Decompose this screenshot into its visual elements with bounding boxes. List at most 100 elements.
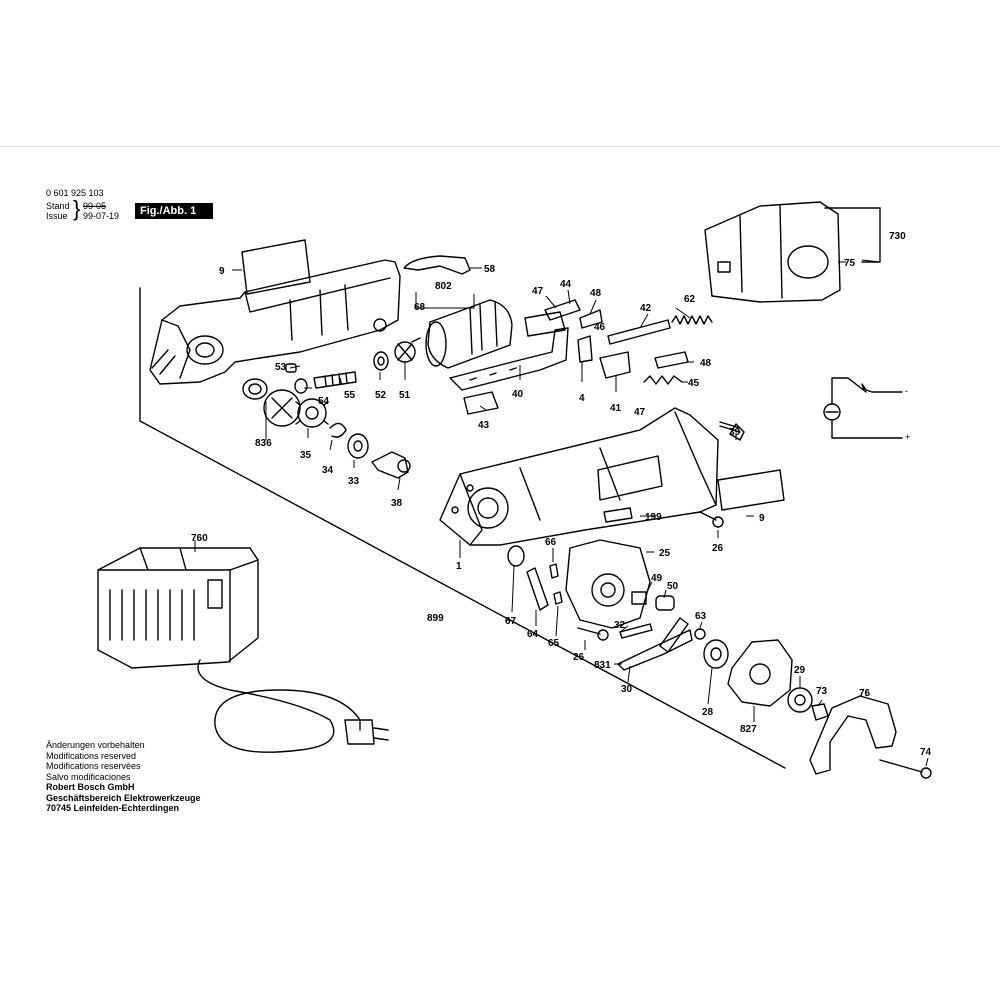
callout-42: 42 <box>640 303 652 314</box>
screw-74 <box>879 759 932 779</box>
issue-date: 99-07-19 <box>83 211 120 221</box>
label-plate-right <box>717 469 785 511</box>
callout-65: 65 <box>548 638 560 649</box>
spring-62 <box>671 315 713 325</box>
terminal-41 <box>599 351 631 379</box>
callout-26-lower: 26 <box>573 652 585 663</box>
callout-730: 730 <box>889 231 906 242</box>
footer-line-de: Änderungen vorbehalten <box>46 740 145 750</box>
figure-tag: Fig./Abb. 1 <box>135 203 213 219</box>
callout-9-right: 9 <box>759 513 765 524</box>
ring-gear <box>263 389 301 427</box>
blade-guard-25 <box>565 539 651 629</box>
bracket-43 <box>463 391 499 415</box>
circlip-34 <box>329 422 347 438</box>
callout-760: 760 <box>191 533 208 544</box>
schematic-minus: - <box>905 386 908 396</box>
callout-50: 50 <box>667 581 679 592</box>
callout-40: 40 <box>512 389 524 400</box>
callout-46: 46 <box>594 322 606 333</box>
stand-date: 99-05 <box>83 201 107 211</box>
base-plate-40 <box>449 327 569 391</box>
rod-32 <box>619 623 653 639</box>
callout-63: 63 <box>695 611 707 622</box>
callout-802: 802 <box>435 281 452 292</box>
label-plate-left <box>241 239 311 295</box>
gear-35 <box>295 398 329 428</box>
callout-54: 54 <box>318 396 330 407</box>
callout-1: 1 <box>456 561 462 572</box>
switch-handle <box>403 255 471 275</box>
switch-slider-48 <box>579 309 603 329</box>
label-plate-199 <box>603 507 633 523</box>
callout-53: 53 <box>275 362 287 373</box>
callout-38: 38 <box>391 498 403 509</box>
callout-51: 51 <box>399 390 411 401</box>
battery-pack <box>704 201 841 303</box>
callout-4: 4 <box>579 393 585 404</box>
bushing-54 <box>294 378 308 394</box>
charger-base <box>97 547 259 669</box>
right-housing-shell <box>439 407 719 546</box>
callout-49: 49 <box>651 573 663 584</box>
callout-44: 44 <box>560 279 572 290</box>
stand-label: Stand <box>46 201 70 211</box>
footer-line-fr: Modifications reservées <box>46 761 141 771</box>
footer-line-es: Salvo modificaciones <box>46 771 131 782</box>
callout-52: 52 <box>375 390 387 401</box>
part-49 <box>631 591 647 605</box>
callout-48-top: 48 <box>590 288 602 299</box>
schematic-plus: + <box>905 432 911 442</box>
shoe-831 <box>617 629 693 671</box>
motor-assembly <box>411 299 513 369</box>
callout-68: 68 <box>414 302 426 313</box>
charger-cable <box>197 659 361 753</box>
callout-48-right: 48 <box>700 358 712 369</box>
switch-lever-44 <box>544 299 581 321</box>
plug-icon <box>344 719 389 745</box>
screw-63 <box>694 628 706 640</box>
callout-831: 831 <box>594 660 611 671</box>
callout-76: 76 <box>859 688 871 699</box>
connector-4 <box>577 335 593 363</box>
callout-47-lower: 47 <box>634 407 646 418</box>
callout-26-right: 26 <box>712 543 724 554</box>
switch-block-46 <box>524 311 566 337</box>
callout-74: 74 <box>920 747 932 758</box>
callout-41: 41 <box>610 403 622 414</box>
bearing-836 <box>242 378 268 400</box>
spindle-38 <box>371 451 411 479</box>
bracket-730 <box>824 207 881 263</box>
callout-66: 66 <box>545 537 557 548</box>
callout-836: 836 <box>255 438 272 449</box>
gear-shaft-55 <box>313 371 357 389</box>
callout-899: 899 <box>427 613 444 624</box>
saw-blade-827 <box>727 639 793 707</box>
flange-28 <box>703 639 729 669</box>
callout-75: 75 <box>844 258 856 269</box>
assembly-bracket <box>139 287 786 769</box>
footer-division: Geschäftsbereich Elektrowerkzeuge <box>46 792 201 803</box>
screw-26-lower <box>577 627 609 641</box>
screw-39 <box>719 421 745 441</box>
footer-line-en: Modifications reserved <box>46 750 137 761</box>
callout-45: 45 <box>688 378 700 389</box>
rod-42 <box>607 319 671 345</box>
footer-address: 70745 Leinfelden-Echterdingen <box>46 803 180 813</box>
callout-55: 55 <box>344 390 356 401</box>
header-brace-icon: } <box>73 196 81 221</box>
left-housing-shell <box>149 259 401 385</box>
page-top-rule <box>0 146 1000 147</box>
callout-29: 29 <box>794 665 806 676</box>
bearing-33 <box>347 433 369 459</box>
callout-73: 73 <box>816 686 828 697</box>
callout-30: 30 <box>621 684 633 695</box>
callout-39: 39 <box>729 427 741 438</box>
callout-32: 32 <box>614 620 626 631</box>
callout-35: 35 <box>300 450 312 461</box>
callout-199: 199 <box>645 512 662 523</box>
bearing-52 <box>373 351 389 371</box>
plate-64 <box>526 567 549 611</box>
